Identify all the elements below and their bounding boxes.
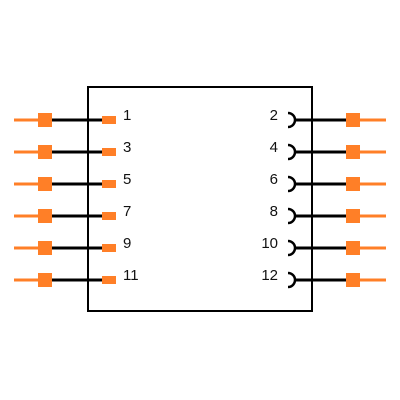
- left-pin-9: 9: [14, 235, 131, 255]
- pin-pad-outer: [38, 241, 52, 255]
- right-pin-12: 12: [261, 267, 386, 289]
- pin-pad-outer: [38, 113, 52, 127]
- left-pin-group: 1 3 5 7 9 11: [14, 107, 139, 287]
- pin-number-label: 11: [123, 267, 139, 284]
- pin-inversion-arc: [287, 143, 297, 161]
- pin-pad-outer: [346, 273, 360, 287]
- pin-pad-inner: [102, 148, 116, 156]
- pin-pad-outer: [38, 177, 52, 191]
- pin-number-label: 10: [261, 235, 278, 252]
- pin-pad-inner: [102, 276, 116, 284]
- left-pin-1: 1: [14, 107, 131, 127]
- pin-number-label: 12: [261, 267, 278, 284]
- right-pin-8: 8: [270, 203, 386, 225]
- pin-inversion-arc: [287, 239, 297, 257]
- pin-pad-outer: [346, 209, 360, 223]
- pin-pad-inner: [102, 116, 116, 124]
- pin-pad-inner: [102, 212, 116, 220]
- pin-pad-outer: [38, 145, 52, 159]
- pin-number-label: 8: [270, 203, 278, 220]
- pin-pad-outer: [38, 209, 52, 223]
- pin-pad-outer: [346, 113, 360, 127]
- pin-number-label: 1: [123, 107, 131, 124]
- pin-number-label: 3: [123, 139, 131, 156]
- pin-number-label: 7: [123, 203, 131, 220]
- left-pin-7: 7: [14, 203, 131, 223]
- left-pin-3: 3: [14, 139, 131, 159]
- left-pin-5: 5: [14, 171, 131, 191]
- pin-inversion-arc: [287, 111, 297, 129]
- pin-number-label: 2: [270, 107, 278, 124]
- pin-pad-inner: [102, 180, 116, 188]
- right-pin-4: 4: [270, 139, 386, 161]
- pin-number-label: 4: [270, 139, 278, 156]
- pin-pad-outer: [38, 273, 52, 287]
- pin-number-label: 6: [270, 171, 278, 188]
- pin-inversion-arc: [287, 207, 297, 225]
- pin-inversion-arc: [287, 271, 297, 289]
- right-pin-group: 2 4 6 8 10 12: [261, 107, 386, 289]
- pin-inversion-arc: [287, 175, 297, 193]
- component-body: [87, 86, 313, 312]
- right-pin-6: 6: [270, 171, 386, 193]
- pin-pad-outer: [346, 241, 360, 255]
- pin-number-label: 5: [123, 171, 131, 188]
- pin-pad-outer: [346, 177, 360, 191]
- pin-number-label: 9: [123, 235, 131, 252]
- pin-pad-inner: [102, 244, 116, 252]
- right-pin-10: 10: [261, 235, 386, 257]
- right-pin-2: 2: [270, 107, 386, 129]
- left-pin-11: 11: [14, 267, 139, 287]
- pin-pad-outer: [346, 145, 360, 159]
